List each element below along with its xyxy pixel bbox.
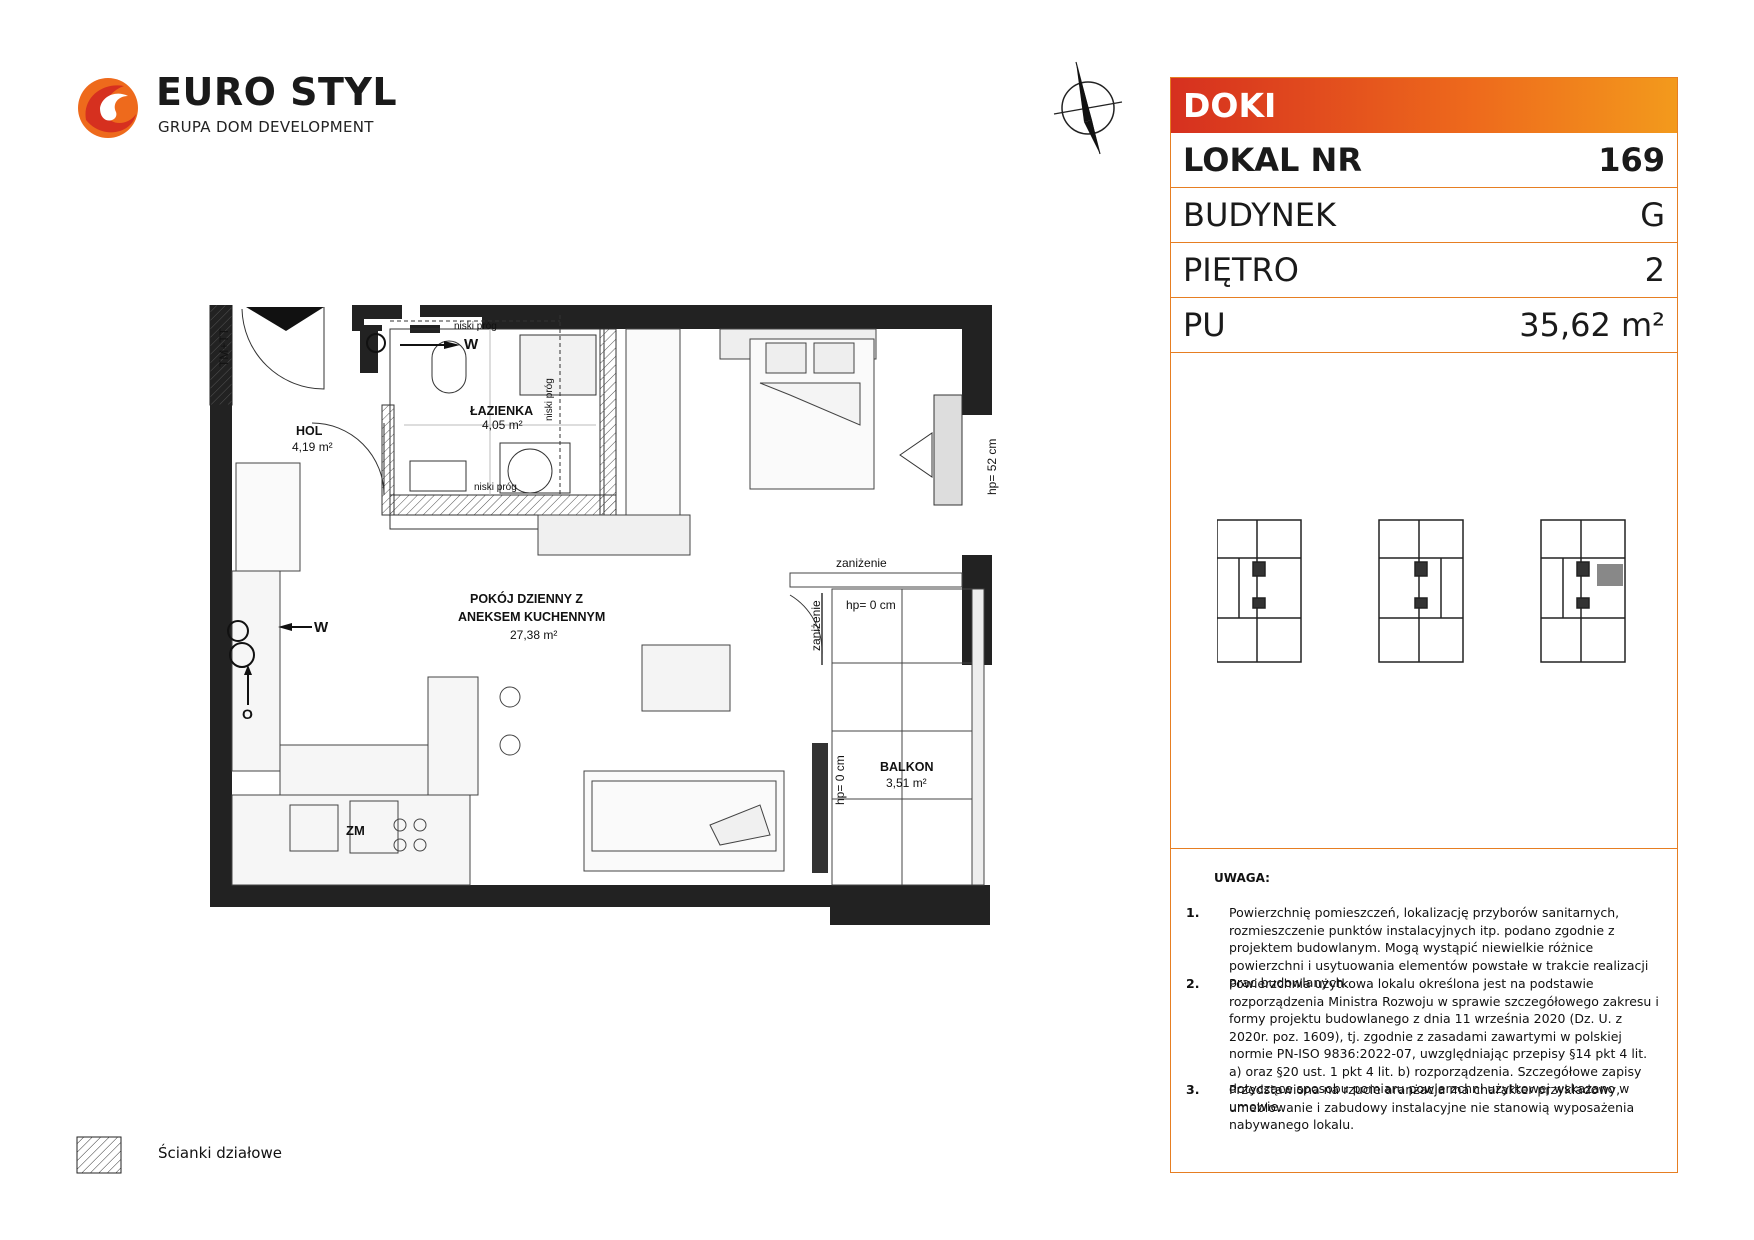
pokoj-name-line2: ANEKSEM KUCHENNYM xyxy=(458,610,605,624)
row-value: G xyxy=(1640,196,1665,234)
entry-hatched-wall xyxy=(209,305,233,406)
key-plan xyxy=(1217,519,1302,663)
notes-heading: UWAGA: xyxy=(1214,871,1270,885)
balkon-area: 3,51 m² xyxy=(886,776,927,790)
partition-wall-legend-icon xyxy=(76,1136,122,1174)
note-number: 2. xyxy=(1186,976,1200,991)
hol-name: HOL xyxy=(296,424,323,438)
euro-styl-logo: EURO STYL GRUPA DOM DEVELOPMENT xyxy=(72,68,397,148)
bathroom-w-label: W xyxy=(464,336,479,353)
north-arrow-icon xyxy=(1053,61,1123,155)
project-header: DOKI xyxy=(1171,78,1677,133)
hall-wardrobe xyxy=(235,462,301,572)
info-panel: DOKI LOKAL NR 169 BUDYNEK G PIĘTRO 2 PU … xyxy=(1170,77,1678,1173)
niski-prog-label-top: niski próg xyxy=(454,321,497,332)
row-label: BUDYNEK xyxy=(1183,196,1336,234)
row-label: PU xyxy=(1183,306,1226,344)
row-value: 35,62 m² xyxy=(1519,306,1665,344)
brand-name: EURO STYL xyxy=(156,70,398,114)
hp0-label-top: hp= 0 cm xyxy=(846,598,896,612)
row-value: 2 xyxy=(1644,251,1665,289)
bed xyxy=(719,328,877,490)
zanizenie-label-side: zaniżenie xyxy=(809,600,823,651)
niski-prog-label-side: niski próg xyxy=(544,378,555,421)
row-lokal: LOKAL NR 169 xyxy=(1171,133,1677,188)
kitchen xyxy=(227,570,479,886)
note-number: 3. xyxy=(1186,1082,1200,1097)
bar-stool xyxy=(499,686,521,708)
tm-tt-label: TM+TT xyxy=(217,327,231,367)
row-budynek: BUDYNEK G xyxy=(1171,188,1677,243)
wardrobe xyxy=(625,328,681,516)
balkon-name: BALKON xyxy=(880,760,933,774)
row-pu: PU 35,62 m² xyxy=(1171,298,1677,353)
note-number: 1. xyxy=(1186,905,1200,920)
pokoj-name-line1: POKÓJ DZIENNY Z xyxy=(470,591,583,606)
row-label: LOKAL NR xyxy=(1183,141,1362,179)
hol-area: 4,19 m² xyxy=(292,440,333,454)
hp0-label-side: hp= 0 cm xyxy=(833,755,847,805)
brand-subtitle: GRUPA DOM DEVELOPMENT xyxy=(158,118,374,136)
key-plan-highlighted xyxy=(1540,519,1626,663)
entry-door-icon xyxy=(246,307,324,331)
zm-label: ZM xyxy=(346,823,365,838)
niski-prog-label-bottom: niski próg xyxy=(474,482,517,493)
floor-plan: TM+TT niski próg niski próg niski próg W… xyxy=(209,305,999,925)
lazienka-area: 4,05 m² xyxy=(482,418,523,432)
note-text: Przedstawiona na rzucie aranżacja ma cha… xyxy=(1229,1082,1635,1132)
coffee-table xyxy=(641,644,731,712)
hp52-label: hp= 52 cm xyxy=(985,439,999,495)
row-value: 169 xyxy=(1598,141,1665,179)
row-pietro: PIĘTRO 2 xyxy=(1171,243,1677,298)
lazienka-name: ŁAZIENKA xyxy=(470,404,533,418)
legend-label: Ścianki działowe xyxy=(158,1144,282,1162)
window-right xyxy=(933,394,963,506)
pokoj-area: 27,38 m² xyxy=(510,628,557,642)
kitchen-w-label: W xyxy=(314,619,329,636)
sofa xyxy=(583,770,785,872)
kitchen-o-label: O xyxy=(242,706,253,722)
project-name: DOKI xyxy=(1183,86,1277,125)
row-label: PIĘTRO xyxy=(1183,251,1299,289)
balcony xyxy=(789,572,985,886)
note-text: Powierzchnia użytkowa lokalu określona j… xyxy=(1229,976,1659,1114)
tv-cabinet xyxy=(537,514,691,556)
bathroom xyxy=(366,315,617,530)
flame-logo-icon xyxy=(78,78,138,138)
note-text: Powierzchnię pomieszczeń, lokalizację pr… xyxy=(1229,905,1649,990)
building-key-plans xyxy=(1217,519,1626,663)
bar-stool xyxy=(499,734,521,756)
key-plan xyxy=(1378,519,1464,663)
zanizenie-label-top: zaniżenie xyxy=(836,556,887,570)
notes-divider xyxy=(1171,848,1677,849)
